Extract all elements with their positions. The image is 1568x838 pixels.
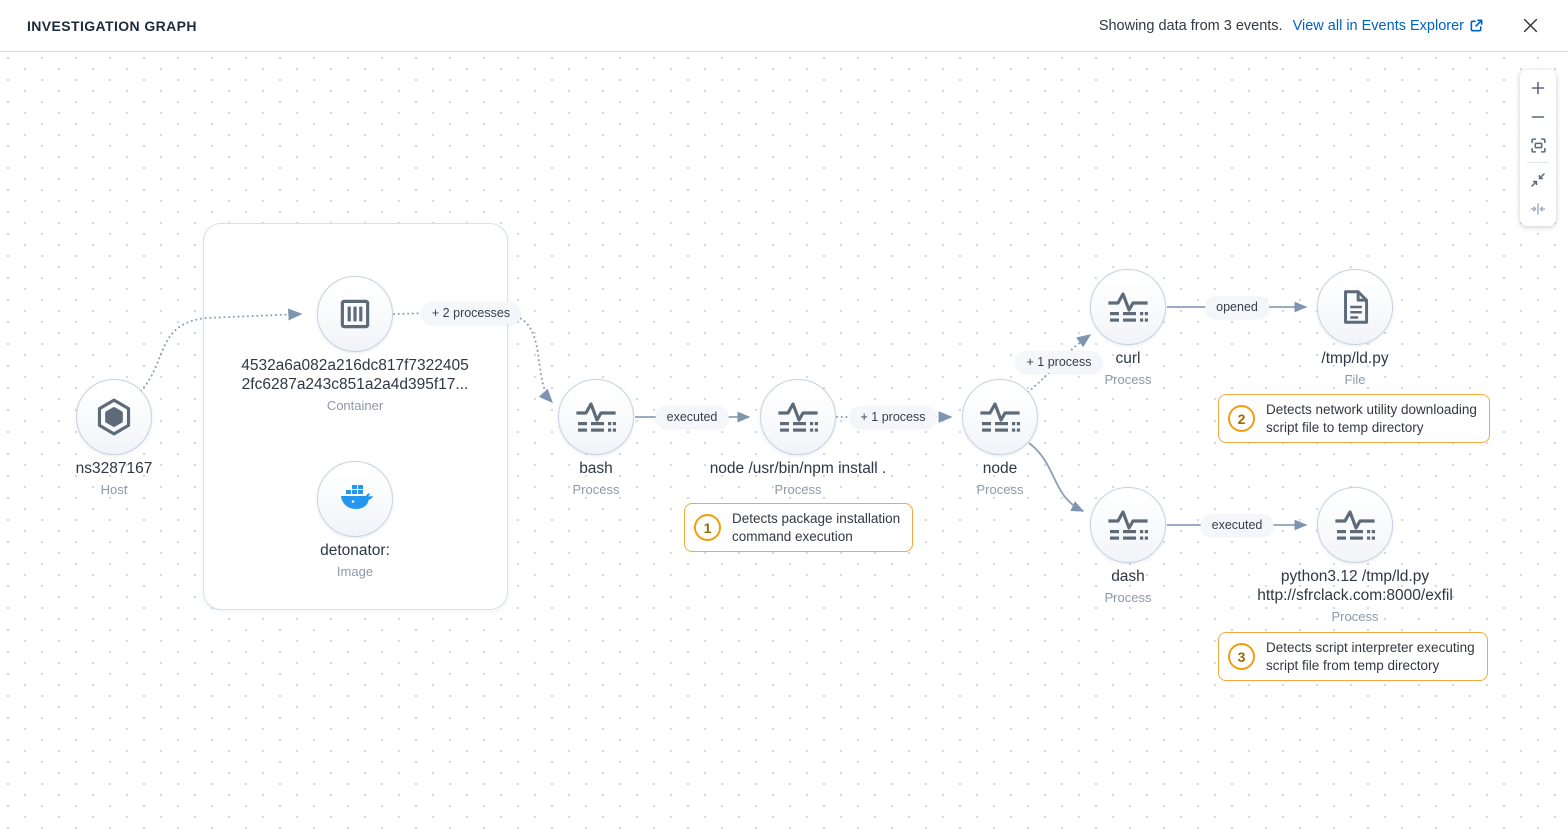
events-summary-text: Showing data from 3 events. <box>1098 17 1283 34</box>
pill-plus-2-processes[interactable]: + 2 processes <box>420 302 522 324</box>
view-all-events-link[interactable]: View all in Events Explorer <box>1293 18 1484 34</box>
node-python-exfil[interactable] <box>1317 487 1393 563</box>
node-host[interactable] <box>76 379 152 455</box>
alert-1-text-line1: Detects package installation <box>732 511 901 526</box>
python-label-line2: http://sfrclack.com:8000/exfil <box>1257 587 1453 604</box>
pill-executed-bash-npm: executed <box>655 406 729 428</box>
npm-type: Process <box>774 482 822 497</box>
process-icon <box>1333 503 1377 547</box>
container-icon <box>335 294 375 334</box>
python-label-line1: python3.12 /tmp/ld.py <box>1280 568 1430 585</box>
node-npm-install[interactable] <box>760 379 836 455</box>
container-type: Container <box>326 398 384 413</box>
file-label: /tmp/ld.py <box>1321 350 1389 367</box>
npm-label: node /usr/bin/npm install . <box>709 460 887 477</box>
pill-opened-curl-file: opened <box>1205 296 1269 318</box>
node-file-tmp-ld-py[interactable] <box>1317 269 1393 345</box>
file-type: File <box>1344 372 1366 387</box>
graph-canvas[interactable]: ns3287167 Host 4532a6a082a216dc817f73224… <box>0 52 1568 838</box>
pill-executed-dash-python: executed <box>1200 514 1274 536</box>
node-dash[interactable] <box>1090 487 1166 563</box>
node-container[interactable] <box>317 276 393 352</box>
node-image[interactable] <box>317 461 393 537</box>
python-type: Process <box>1331 609 1379 624</box>
process-icon <box>776 395 820 439</box>
file-icon <box>1335 287 1375 327</box>
process-icon <box>1106 285 1150 329</box>
external-link-icon <box>1469 18 1484 33</box>
curl-type: Process <box>1104 372 1152 387</box>
center-graph-icon[interactable] <box>1520 194 1556 223</box>
host-type: Host <box>100 482 128 497</box>
page-title: INVESTIGATION GRAPH <box>27 17 197 34</box>
image-label: detonator: <box>320 542 390 559</box>
alert-callout-1[interactable]: 1 Detects package installation command e… <box>684 503 914 552</box>
fit-to-view-icon[interactable] <box>1520 131 1556 160</box>
host-label: ns3287167 <box>75 460 153 477</box>
zoom-in-icon[interactable] <box>1520 73 1556 102</box>
host-hexagon-icon <box>94 397 134 437</box>
node-label: node <box>982 460 1018 477</box>
node-type: Process <box>976 482 1024 497</box>
image-type: Image <box>336 564 374 579</box>
docker-whale-icon <box>333 477 377 521</box>
alert-callout-2[interactable]: 2 Detects network utility downloading sc… <box>1218 394 1490 443</box>
dash-label: dash <box>1111 568 1145 585</box>
process-icon <box>574 395 618 439</box>
alert-3-text-line2: script file from temp directory <box>1266 657 1440 673</box>
alert-2-text-line1: Detects network utility downloading <box>1266 402 1477 417</box>
node-curl[interactable] <box>1090 269 1166 345</box>
container-label-line1: 4532a6a082a216dc817f7322405 <box>241 357 469 374</box>
node-bash[interactable] <box>558 379 634 455</box>
process-icon <box>1106 503 1150 547</box>
alert-callout-3[interactable]: 3 Detects script interpreter executing s… <box>1218 632 1488 681</box>
collapse-all-icon[interactable] <box>1520 165 1556 194</box>
graph-controls <box>1520 70 1556 226</box>
pill-plus-1-process-npm-node[interactable]: + 1 process <box>849 406 937 428</box>
controls-divider <box>1527 162 1549 163</box>
alert-2-text-line2: script file to temp directory <box>1266 419 1424 435</box>
pill-plus-1-process-node-curl[interactable]: + 1 process <box>1015 351 1103 373</box>
bash-label: bash <box>579 460 613 477</box>
alert-1-number-badge: 1 <box>694 514 721 541</box>
process-icon <box>978 395 1022 439</box>
node-node-process[interactable] <box>962 379 1038 455</box>
bash-type: Process <box>572 482 620 497</box>
events-link-label: View all in Events Explorer <box>1292 17 1464 34</box>
alert-2-number-badge: 2 <box>1228 405 1255 432</box>
curl-label: curl <box>1115 350 1141 367</box>
alert-3-text-line1: Detects script interpreter executing <box>1266 640 1475 655</box>
close-icon[interactable] <box>1516 12 1544 40</box>
alert-1-text-line2: command execution <box>732 528 853 544</box>
investigation-graph-header: INVESTIGATION GRAPH Showing data from 3 … <box>0 0 1568 52</box>
container-label-line2: 2fc6287a243c851a2a4d395f17... <box>241 376 469 393</box>
zoom-out-icon[interactable] <box>1520 102 1556 131</box>
alert-3-number-badge: 3 <box>1228 643 1255 670</box>
dash-type: Process <box>1104 590 1152 605</box>
